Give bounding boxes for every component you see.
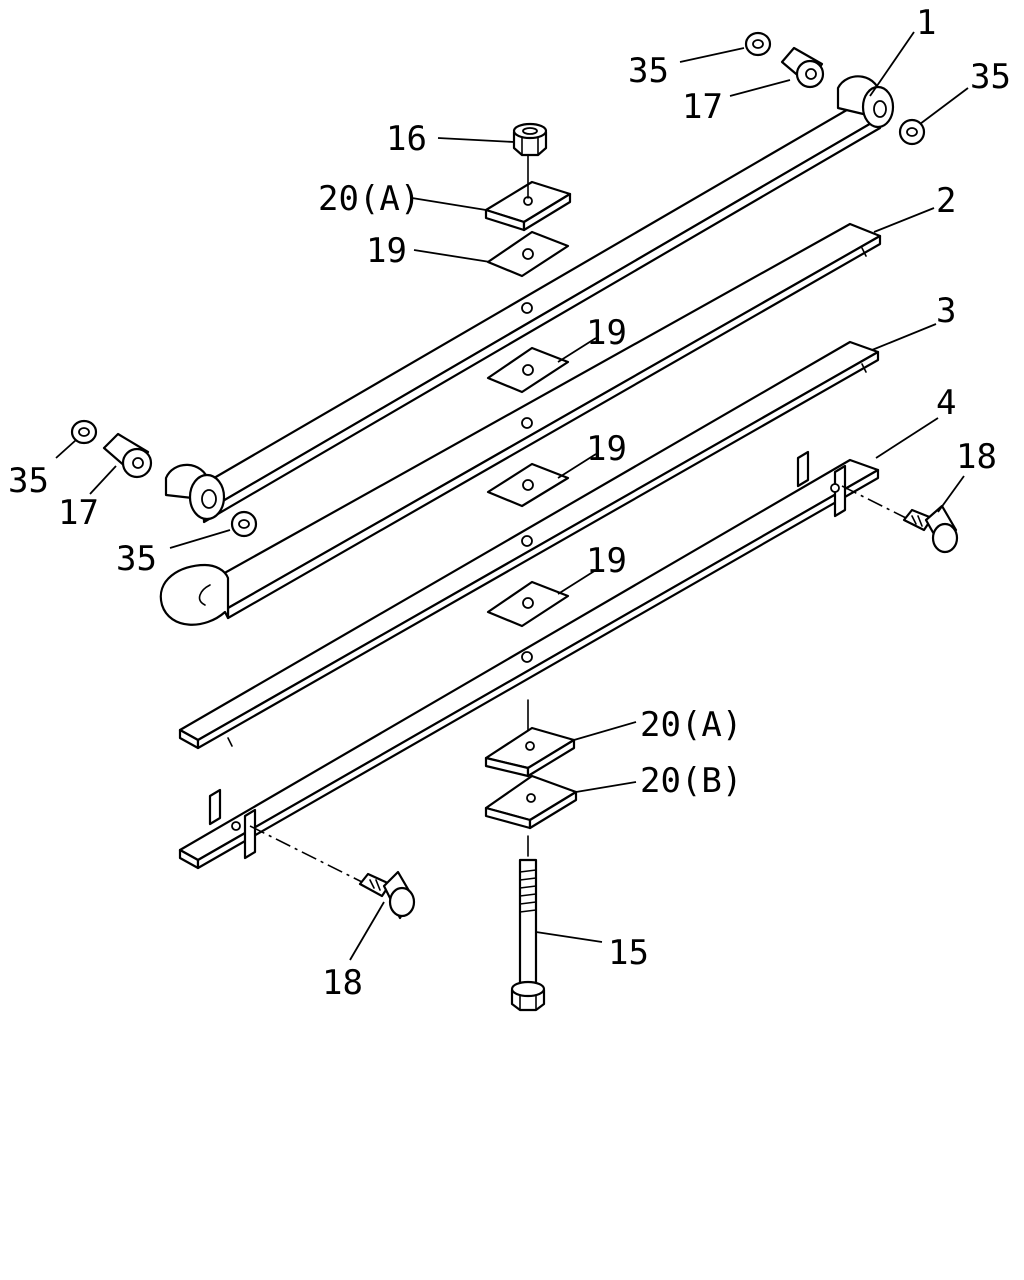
label-bushing-tr: 17 — [682, 87, 723, 127]
label-shim-2: 19 — [586, 313, 627, 353]
label-collar-l-bottom: 35 — [116, 539, 157, 579]
label-leaf-2: 2 — [936, 181, 956, 221]
bushing-left — [102, 432, 153, 479]
label-collar-tr-left: 35 — [628, 51, 669, 91]
leaf-1 — [164, 75, 895, 524]
label-leaf-4: 4 — [936, 383, 956, 423]
bolt-left — [358, 870, 416, 920]
label-plate-bottom-a: 20(A) — [640, 705, 742, 745]
label-nut: 16 — [386, 119, 427, 159]
label-plate-bottom-b: 20(B) — [640, 761, 742, 801]
label-leaf-3: 3 — [936, 291, 956, 331]
label-shim-3: 19 — [586, 429, 627, 469]
leaf-2 — [159, 222, 882, 626]
plate-bottom-a — [484, 726, 576, 778]
plate-bottom-b — [484, 774, 578, 830]
label-center-bolt: 15 — [608, 933, 649, 973]
collar-top-right-2 — [898, 118, 926, 146]
leaf-3 — [178, 340, 880, 750]
label-leaf-1: 1 — [916, 3, 936, 43]
label-collar-tr-right: 35 — [970, 57, 1011, 97]
label-shim-4: 19 — [586, 541, 627, 581]
label-bolt-right: 18 — [956, 437, 997, 477]
label-plate-top: 20(A) — [318, 179, 420, 219]
bolt-right — [902, 504, 959, 554]
collar-left-bottom — [230, 510, 258, 538]
bushing-top-right — [780, 46, 825, 89]
plate-top — [484, 180, 572, 232]
collar-left-top — [70, 419, 98, 445]
leaf-4 — [178, 450, 880, 870]
label-bolt-left: 18 — [322, 963, 363, 1003]
label-shim-top: 19 — [366, 231, 407, 271]
collar-top-right-1 — [744, 31, 772, 57]
nut — [512, 122, 548, 157]
label-collar-l-top: 35 — [8, 461, 49, 501]
label-bushing-l: 17 — [58, 493, 99, 533]
center-bolt — [510, 858, 546, 1012]
leader-lines — [55, 31, 969, 961]
